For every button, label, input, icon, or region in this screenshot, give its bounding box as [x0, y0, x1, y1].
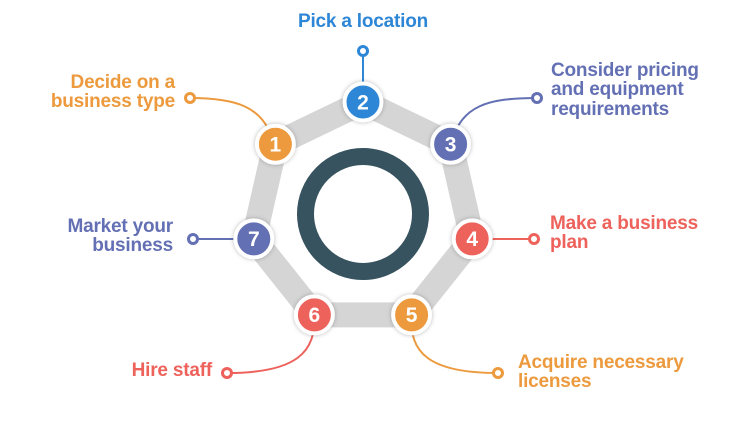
leader-dot-step-4 [528, 233, 540, 245]
node-number-7: 7 [248, 228, 260, 251]
node-step-6: 6 [293, 294, 335, 336]
node-circle-4 [451, 218, 493, 260]
step-label-2: Pick a location [297, 11, 429, 32]
leader-dot-step-3 [531, 92, 543, 104]
node-step-4: 4 [451, 218, 493, 260]
step-label-6: Hire staff [131, 360, 213, 381]
leader-dot-step-6 [221, 367, 233, 379]
node-circle-6 [293, 294, 335, 336]
node-number-4: 4 [466, 228, 478, 251]
leader-dot-step-1 [184, 92, 196, 104]
node-circle-5 [391, 294, 433, 336]
node-number-2: 2 [357, 92, 369, 115]
node-number-3: 3 [445, 134, 457, 157]
leader-dot-step-5 [492, 367, 504, 379]
node-step-1: 1 [254, 123, 296, 165]
node-circle-3 [430, 123, 472, 165]
node-number-1: 1 [270, 134, 282, 157]
step-label-3: Consider pricing and equipment requireme… [551, 60, 699, 120]
node-number-6: 6 [309, 304, 321, 327]
node-step-5: 5 [391, 294, 433, 336]
step-label-1: Decide on a business type [50, 72, 175, 113]
center-ring [297, 148, 429, 280]
node-circle-1 [254, 123, 296, 165]
node-step-3: 3 [430, 123, 472, 165]
leader-dot-step-2 [357, 45, 369, 57]
step-label-4: Make a business plan [550, 213, 699, 254]
node-circle-2 [342, 81, 384, 123]
node-number-5: 5 [406, 304, 418, 327]
step-label-5: Acquire necessary licenses [518, 352, 684, 393]
step-label-7: Market your business [67, 216, 173, 257]
node-circle-7 [233, 218, 275, 260]
leader-dot-step-7 [187, 233, 199, 245]
node-step-2: 2 [342, 81, 384, 123]
node-step-7: 7 [233, 218, 275, 260]
